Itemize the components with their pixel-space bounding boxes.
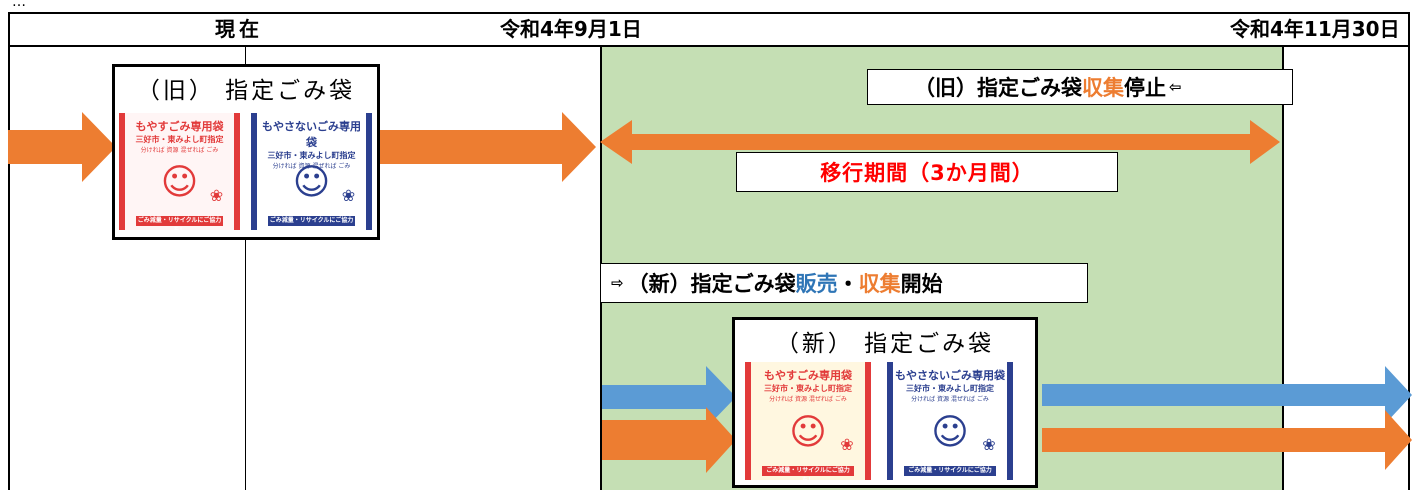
new-bag-sales-start-label: ⇨ （新）指定ごみ袋 販売 ・ 収集 開始 <box>600 263 1088 303</box>
mascot-icon: ☺ <box>160 162 199 204</box>
old-bag-box: （旧） 指定ごみ袋 もやすごみ専用袋 三好市・東みよし町指定 分ければ 資源 混… <box>112 64 380 240</box>
new-nonburnable-footer: ごみ減量・リサイクルにご協力を！ <box>904 466 996 484</box>
header-date-end: 令和4年11月30日 <box>1230 17 1400 41</box>
new-start-prefix: （新）指定ごみ袋 <box>627 272 796 296</box>
new-start-collect: 収集 <box>858 272 901 296</box>
old-stop-suffix: 停止 <box>1124 76 1166 100</box>
old-nonburnable-title: もやさないごみ専用袋 <box>262 120 361 149</box>
new-start-dot: ・ <box>837 272 859 296</box>
old-burnable-sub: 三好市・東みよし町指定 <box>135 135 224 144</box>
bird-icon: ❀ <box>840 435 854 455</box>
header-now: 現在 <box>215 17 263 41</box>
old-burnable-bag-image: もやすごみ専用袋 三好市・東みよし町指定 分ければ 資源 混ぜれば ごみ ☺ ❀… <box>119 113 240 234</box>
new-nonburnable-sub: 三好市・東みよし町指定 <box>906 384 994 393</box>
new-burnable-title: もやすごみ専用袋 <box>764 369 852 382</box>
new-nonburnable-line: 分ければ 資源 混ぜれば ごみ <box>911 396 989 403</box>
header-top-line <box>8 12 1408 14</box>
new-burnable-footer: ごみ減量・リサイクルにご協力を！ <box>762 466 854 484</box>
column-divider-end <box>1282 45 1284 490</box>
old-bag-title: （旧） 指定ごみ袋 <box>136 78 356 104</box>
new-burnable-bag-image: もやすごみ専用袋 三好市・東みよし町指定 分ければ 資源 混ぜれば ごみ ☺ ❀… <box>745 362 871 484</box>
new-bag-box: （新） 指定ごみ袋 もやすごみ専用袋 三好市・東みよし町指定 分ければ 資源 混… <box>732 317 1038 488</box>
new-start-suffix: 開始 <box>900 272 943 296</box>
old-stop-prefix: （旧）指定ごみ袋 <box>914 76 1082 100</box>
orange-arrow-new-left <box>602 407 736 473</box>
new-nonburnable-title: もやさないごみ専用袋 <box>895 369 1005 382</box>
new-burnable-sub: 三好市・東みよし町指定 <box>764 384 852 393</box>
bird-icon: ❀ <box>209 185 224 205</box>
right-arrow-marker-icon: ⇨ <box>611 274 624 292</box>
mascot-icon: ☺ <box>292 162 331 204</box>
cropped-top-text: … <box>12 0 26 10</box>
header-bottom-line <box>8 45 1408 47</box>
blue-arrow-new-left <box>602 366 736 428</box>
old-nonburnable-footer: ごみ減量・リサイクルにご協力を！ <box>267 216 356 234</box>
blue-arrow-new-right <box>1042 366 1412 424</box>
old-nonburnable-line: 分ければ 資源 混ぜれば ごみ <box>272 163 351 170</box>
new-burnable-line: 分ければ 資源 混ぜれば ごみ <box>769 396 847 403</box>
table-right-border <box>1408 12 1410 490</box>
orange-arrow-new-right <box>1042 410 1412 470</box>
mascot-icon: ☺ <box>931 411 969 453</box>
orange-arrow-left <box>8 112 116 182</box>
bird-icon: ❀ <box>341 185 356 205</box>
old-nonburnable-sub: 三好市・東みよし町指定 <box>267 151 356 160</box>
old-stop-accent: 収集 <box>1082 76 1124 100</box>
transition-period-label: 移行期間（3か月間） <box>736 152 1118 192</box>
double-arrow-transition <box>600 120 1280 164</box>
orange-arrow-middle <box>378 112 596 182</box>
old-bag-collection-stop-label: （旧）指定ごみ袋 収集 停止 ⇦ <box>867 69 1293 105</box>
old-nonburnable-bag-image: もやさないごみ専用袋 三好市・東みよし町指定 分ければ 資源 混ぜれば ごみ ☺… <box>251 113 372 234</box>
left-arrow-marker-icon: ⇦ <box>1169 78 1182 96</box>
old-burnable-footer: ごみ減量・リサイクルにご協力を！ <box>135 216 224 234</box>
new-bag-title: （新） 指定ごみ袋 <box>775 331 995 357</box>
old-burnable-title: もやすごみ専用袋 <box>135 120 224 133</box>
new-start-sales: 販売 <box>795 272 838 296</box>
old-burnable-line: 分ければ 資源 混ぜれば ごみ <box>140 147 219 154</box>
column-divider-now <box>245 45 246 490</box>
bird-icon: ❀ <box>982 435 996 455</box>
header-date-start: 令和4年9月1日 <box>500 17 642 41</box>
table-left-border <box>8 12 10 490</box>
mascot-icon: ☺ <box>789 411 827 453</box>
new-nonburnable-bag-image: もやさないごみ専用袋 三好市・東みよし町指定 分ければ 資源 混ぜれば ごみ ☺… <box>887 362 1013 484</box>
transition-period-text: 移行期間（3か月間） <box>820 161 1034 185</box>
